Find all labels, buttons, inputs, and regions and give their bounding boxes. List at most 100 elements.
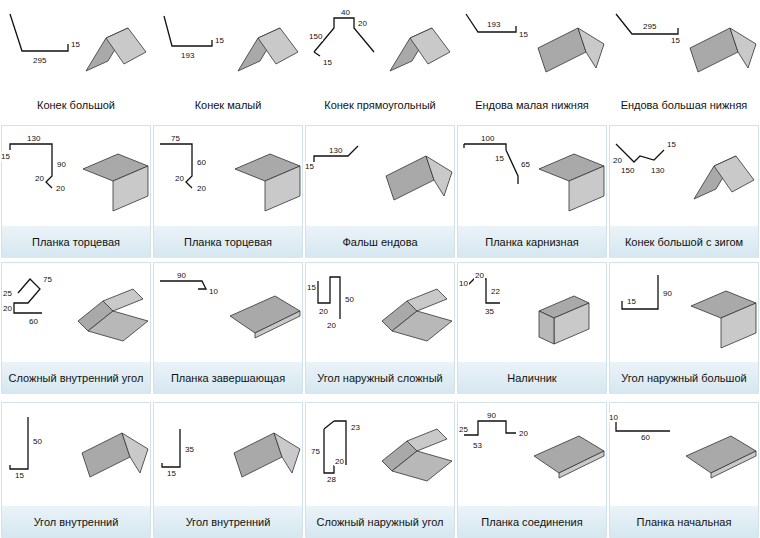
product-caption: Конек большой с зигом bbox=[625, 236, 743, 249]
dimension-label: 35 bbox=[484, 307, 495, 316]
cell-frame bbox=[610, 263, 759, 394]
profile-drawing bbox=[616, 14, 678, 34]
caption-band: Угол наружный сложный bbox=[306, 362, 454, 394]
dimension-label: 193 bbox=[486, 20, 501, 29]
profile-line bbox=[160, 144, 192, 188]
cell-frame bbox=[2, 403, 151, 538]
dimension-label: 15 bbox=[626, 297, 637, 306]
sheet-face bbox=[690, 28, 738, 72]
sheet-face bbox=[392, 451, 452, 481]
profile-drawing bbox=[10, 14, 68, 51]
dimension-label: 90 bbox=[176, 271, 187, 280]
profile-drawing bbox=[466, 14, 516, 32]
flashing-3d-view bbox=[691, 291, 756, 348]
sheet-face bbox=[103, 289, 143, 311]
dimension-label: 15 bbox=[214, 36, 225, 45]
flashing-3d-view bbox=[539, 154, 604, 211]
dimension-label: 15 bbox=[518, 30, 529, 39]
dimension-label: 20 bbox=[55, 184, 66, 193]
dimension-label: 15 bbox=[14, 471, 25, 480]
flashing-3d-view bbox=[235, 154, 300, 211]
profile-line bbox=[466, 14, 516, 32]
dimension-label: 60 bbox=[196, 158, 207, 167]
cell-frame bbox=[154, 263, 303, 394]
dimension-label: 20 bbox=[518, 429, 529, 438]
caption-band: Угол наружный большой bbox=[610, 362, 758, 394]
flashing-3d-view bbox=[78, 289, 148, 341]
sheet-face bbox=[534, 436, 604, 473]
dimension-label: 25 bbox=[458, 425, 469, 434]
sheet-face bbox=[106, 28, 146, 64]
flashing-3d-view bbox=[82, 433, 148, 477]
profile-drawing bbox=[622, 275, 658, 309]
sheet-face bbox=[578, 28, 604, 68]
caption-band: Планка торцевая bbox=[2, 226, 150, 258]
dimension-label: 15 bbox=[304, 162, 315, 171]
flashing-3d-view bbox=[230, 296, 300, 338]
sheet-face bbox=[392, 311, 452, 341]
sheet-face bbox=[721, 303, 756, 348]
caption-band: Планка начальная bbox=[610, 506, 758, 538]
profile-drawing bbox=[616, 144, 664, 162]
product-caption: Сложный внутренний угол bbox=[9, 372, 144, 385]
product-caption: Планка карнизная bbox=[485, 236, 578, 249]
profile-line bbox=[464, 421, 516, 435]
product-caption: Угол внутренний bbox=[34, 516, 119, 529]
profile-drawing bbox=[10, 144, 52, 188]
sheet-face bbox=[386, 156, 434, 200]
product-caption: Конек малый bbox=[195, 99, 262, 112]
sheet-face bbox=[554, 303, 589, 344]
dimension-label: 295 bbox=[642, 22, 657, 31]
profile-line bbox=[10, 14, 68, 51]
profile-line bbox=[616, 144, 664, 162]
dimension-label: 90 bbox=[662, 289, 673, 298]
caption-band: Угол внутренний bbox=[2, 506, 150, 538]
dimension-label: 10 bbox=[208, 287, 219, 296]
cell-frame bbox=[306, 403, 455, 538]
cell-frame bbox=[458, 263, 607, 394]
dimension-label: 90 bbox=[56, 160, 67, 169]
sheet-face bbox=[234, 433, 282, 477]
flashing-3d-view bbox=[234, 433, 300, 477]
product-caption: Конек прямоугольный bbox=[324, 99, 435, 112]
dimension-label: 15 bbox=[0, 152, 11, 161]
dimension-label: 40 bbox=[340, 8, 351, 17]
dimension-label: 25 bbox=[2, 289, 13, 298]
dimension-label: 35 bbox=[184, 445, 195, 454]
profile-line bbox=[616, 14, 678, 34]
dimension-label: 130 bbox=[26, 134, 41, 143]
sheet-face bbox=[255, 311, 300, 338]
profile-drawing bbox=[160, 281, 206, 289]
profile-line bbox=[314, 146, 358, 164]
profile-line bbox=[164, 16, 212, 46]
sheet-face bbox=[538, 28, 586, 72]
sheet-face bbox=[230, 296, 300, 333]
dimension-label: 295 bbox=[32, 56, 47, 65]
dimension-label: 15 bbox=[494, 154, 505, 163]
flashing-3d-view bbox=[538, 28, 604, 72]
caption-band: Планка завершающая bbox=[154, 362, 302, 394]
cell-frame bbox=[306, 263, 455, 394]
product-caption: Планка начальная bbox=[637, 516, 732, 529]
dimension-label: 50 bbox=[344, 295, 355, 304]
sheet-face bbox=[407, 289, 447, 311]
sheet-face bbox=[82, 433, 130, 477]
flashing-3d-view bbox=[390, 28, 450, 71]
cell-frame bbox=[154, 403, 303, 538]
cell-frame bbox=[2, 263, 151, 394]
dimension-label: 10 bbox=[608, 413, 619, 422]
profile-line bbox=[622, 275, 658, 309]
flashing-3d-view bbox=[382, 429, 452, 481]
dimension-label: 10 bbox=[458, 279, 469, 288]
dimension-label: 90 bbox=[486, 411, 497, 420]
dimension-label: 100 bbox=[480, 134, 495, 143]
sheet-face bbox=[88, 311, 148, 341]
caption-band: Конек большой с зигом bbox=[610, 226, 758, 258]
profile-line bbox=[468, 279, 500, 303]
flashing-3d-view bbox=[83, 154, 148, 211]
sheet-face bbox=[559, 451, 604, 478]
profile-line bbox=[464, 144, 518, 184]
caption-band: Угол внутренний bbox=[154, 506, 302, 538]
sheet-face bbox=[569, 166, 604, 211]
dimension-label: 15 bbox=[166, 469, 177, 478]
